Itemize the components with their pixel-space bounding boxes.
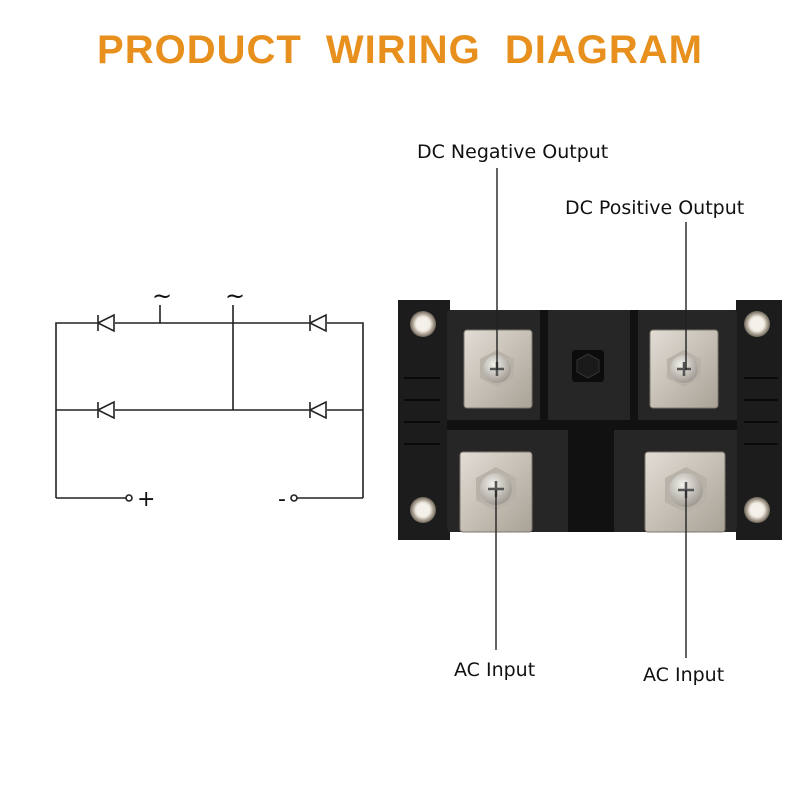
minus-symbol: -: [278, 487, 286, 512]
diode: [96, 313, 115, 333]
ac-symbol: ~: [152, 282, 172, 310]
positive-terminal-dot: [125, 494, 133, 502]
page-title: PRODUCT WIRING DIAGRAM: [97, 28, 703, 72]
diode: [308, 313, 327, 333]
diode: [96, 400, 115, 420]
plus-symbol: +: [137, 487, 155, 512]
dc-negative-output-label: DC Negative Output: [417, 141, 609, 163]
dc-positive-output-label: DC Positive Output: [565, 197, 745, 219]
divider: [540, 310, 548, 422]
terminal-screw: [476, 467, 516, 511]
ac-symbol: ~: [225, 282, 245, 310]
negative-terminal-dot: [290, 494, 298, 502]
ac-input-right-label: AC Input: [643, 664, 725, 686]
divider: [447, 420, 737, 430]
divider: [630, 310, 638, 422]
diode: [308, 400, 327, 420]
center-channel: [568, 430, 614, 532]
terminal-screw: [667, 350, 701, 387]
ac-input-left-label: AC Input: [454, 659, 536, 681]
